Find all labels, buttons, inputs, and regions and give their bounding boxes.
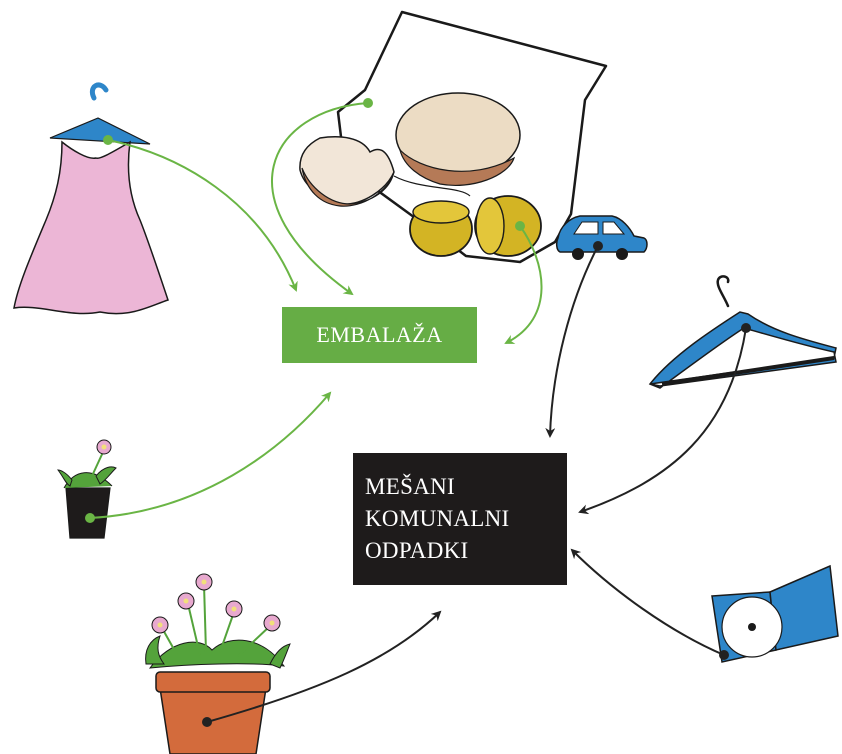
arrow-car-to-mesani [545, 245, 599, 438]
mixed-waste-line-3: ODPADKI [365, 538, 469, 563]
potted-plant-small [56, 439, 117, 539]
black-arrows [202, 241, 751, 727]
pink-dress [13, 82, 169, 315]
arrow-dress-to-embalaza [107, 139, 298, 292]
yellow-capsule [393, 175, 542, 257]
arrow-cd-to-mesani [570, 548, 725, 656]
flower-pot [145, 573, 291, 754]
cd-case [711, 564, 839, 663]
mixed-waste-line-1: MEŠANI [365, 474, 455, 499]
green-arrows [85, 98, 543, 523]
arrow-hanger-to-mesani [578, 327, 747, 515]
arrow-plant-to-embalaza [89, 391, 332, 519]
arrow-flowerpot-to-mesani [206, 610, 442, 723]
eggshell-left [299, 136, 395, 207]
arrow-paper-to-embalaza [271, 102, 369, 296]
mixed-waste-line-2: KOMUNALNI [365, 506, 510, 531]
arrow-capsule-to-embalaza [504, 225, 543, 344]
embalaza-box: EMBALAŽA [282, 307, 477, 363]
toy-car [555, 215, 648, 260]
eggshell-right [395, 92, 521, 186]
mixed-waste-box: MEŠANI KOMUNALNI ODPADKI [353, 453, 567, 585]
embalaza-label: EMBALAŽA [316, 322, 443, 347]
clothes-hanger [648, 275, 837, 389]
